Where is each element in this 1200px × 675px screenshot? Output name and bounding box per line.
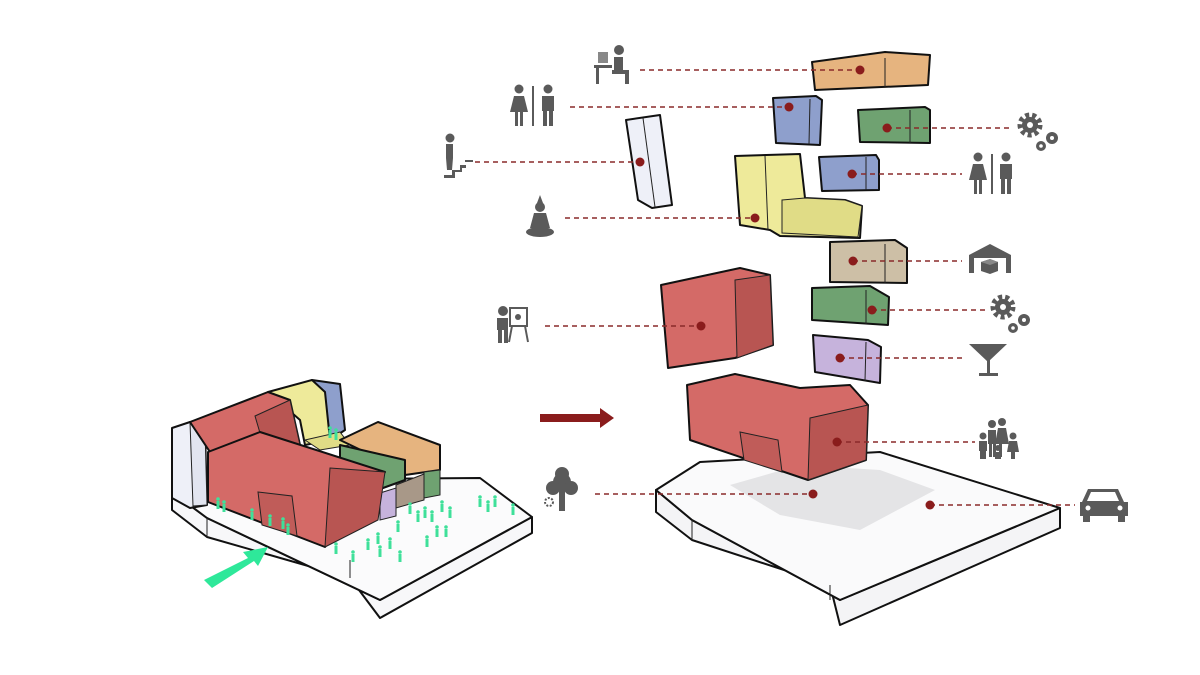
person-figure [281,517,285,521]
person-figure [448,506,452,510]
person-figure [511,507,515,515]
person-figure [286,527,290,535]
block-green-mechanical-lower [811,285,890,326]
person-figure [281,521,285,529]
person-figure [328,426,332,430]
block-red-studio [660,267,774,369]
transition-arrow [540,408,614,428]
warehouse-icon [969,244,1011,274]
person-figure [478,499,482,507]
person-figure [250,512,254,520]
person-figure [366,542,370,550]
person-figure [435,529,439,537]
person-figure [216,497,220,501]
leader-dots [635,65,935,510]
person-figure [398,554,402,562]
person-figure [366,538,370,542]
block-purple-bar [812,334,882,384]
person-figure [378,549,382,557]
person-figure [351,554,355,562]
family-icon [979,418,1019,459]
person-figure [268,514,272,518]
person-figure [425,535,429,539]
person-figure [334,428,338,432]
person-figure [250,508,254,512]
person-figure [222,504,226,512]
person-figure [435,525,439,529]
person-figure [376,536,380,544]
block-blue-restroom-upper [772,95,823,146]
person-figure [493,499,497,507]
person-figure [440,504,444,512]
leader-lines [475,69,1075,506]
assembled-model [171,379,533,619]
person-figure [268,518,272,526]
person-figure [423,506,427,510]
entry-arrow [204,547,268,588]
person-figure [398,550,402,554]
person-figure [351,550,355,554]
stairs-icon [444,133,473,178]
person-figure [440,500,444,504]
person-figure [448,510,452,518]
person-figure [511,503,515,507]
person-figure [334,542,338,546]
person-figure [396,524,400,532]
person-figure [328,430,332,438]
meditation-icon [526,195,554,237]
person-figure [416,510,420,514]
person-figure [444,529,448,537]
cocktail-icon [969,344,1007,376]
artist-easel-icon [497,306,529,343]
person-figure [430,510,434,514]
purple-volume [379,487,397,521]
person-figure [493,495,497,499]
person-figure [425,539,429,547]
person-figure [334,546,338,554]
person-figure [430,514,434,522]
person-figure [286,523,290,527]
person-figure [216,501,220,509]
exploded-model [444,45,1128,626]
block-beige-storage [829,239,908,284]
block-white-circulation [625,114,673,209]
site-base-right [655,451,1061,626]
car-icon [1080,489,1128,522]
gears-icon [990,294,1030,333]
restroom-icon [510,84,554,126]
person-figure [334,432,338,440]
person-figure [388,541,392,549]
block-green-mechanical-upper [857,106,931,144]
person-figure [423,510,427,518]
person-figure [388,537,392,541]
block-orange-office [811,51,931,91]
person-figure [408,502,412,506]
person-figure [222,500,226,504]
person-figure [486,504,490,512]
restroom-icon [969,152,1012,194]
person-figure [378,545,382,549]
person-figure [376,532,380,536]
desk-worker-icon [594,45,629,84]
person-figure [444,525,448,529]
block-yellow-meditation [734,153,863,239]
person-figure [478,495,482,499]
tree-icon [544,467,578,511]
person-figure [396,520,400,524]
person-figure [416,514,420,522]
gears-icon [1017,112,1058,151]
people-figures [216,426,515,562]
person-figure [408,506,412,514]
person-figure [486,500,490,504]
